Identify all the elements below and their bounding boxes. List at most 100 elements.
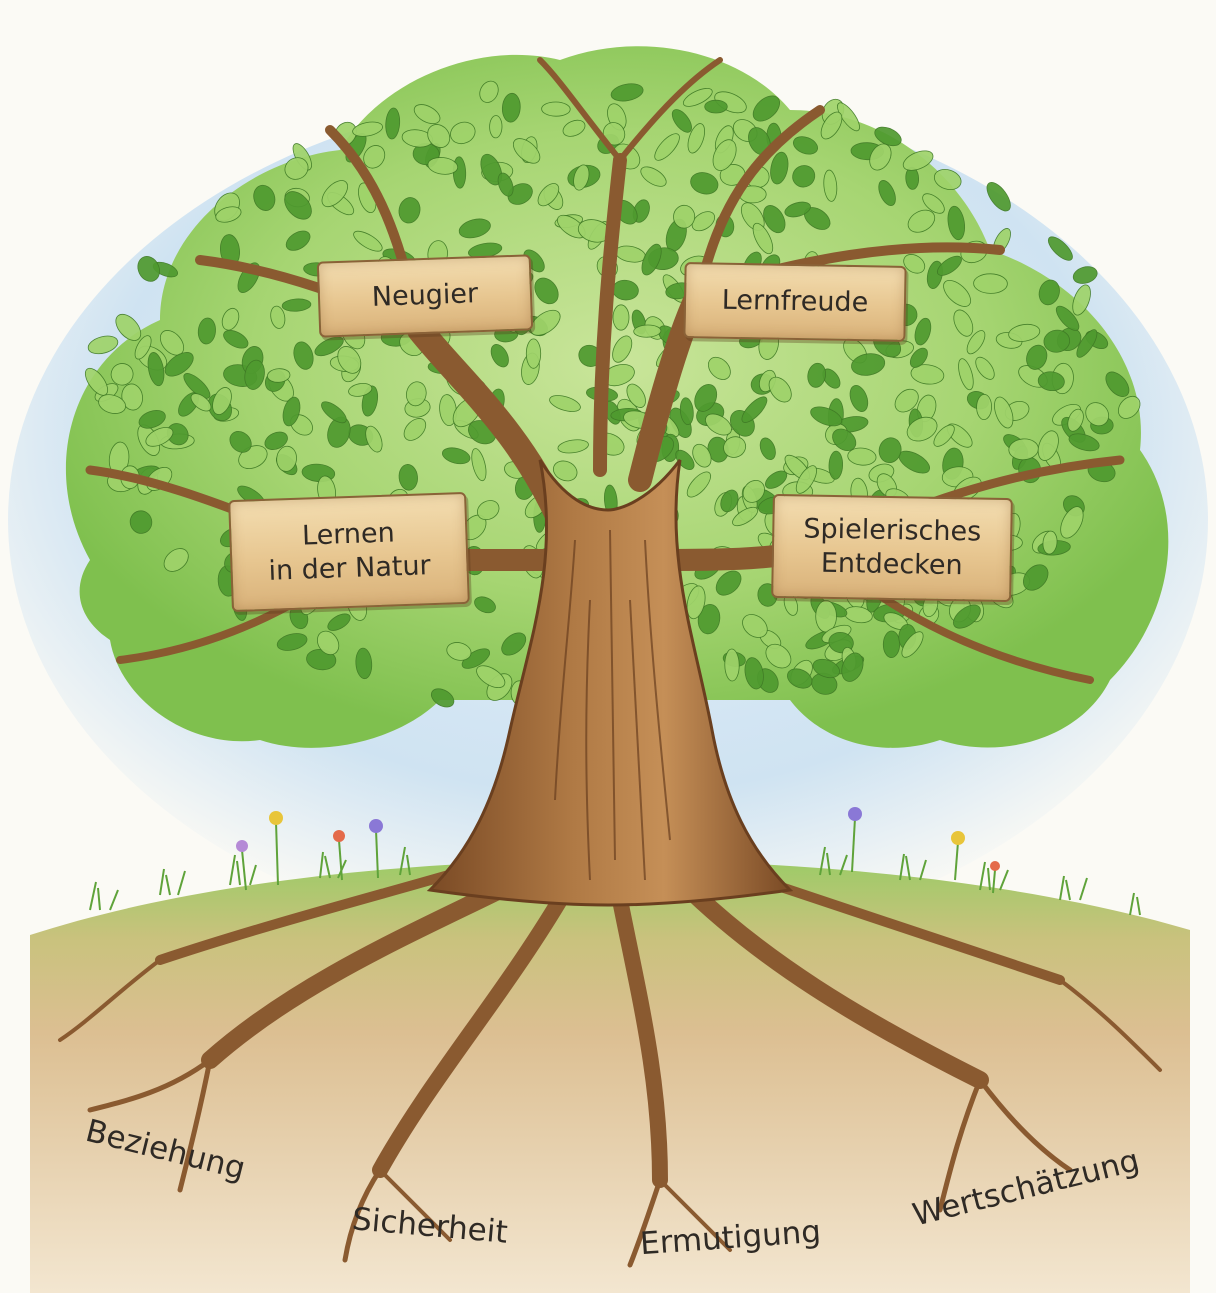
leaf [947, 205, 966, 241]
leaf [471, 448, 487, 482]
leaf [134, 335, 152, 360]
leaf [530, 309, 561, 336]
leaf [654, 133, 680, 161]
leaf [147, 352, 165, 387]
leaf [768, 376, 792, 403]
leaf [901, 631, 924, 658]
leaf [398, 464, 418, 491]
leaf [507, 183, 533, 205]
leaf [348, 383, 373, 397]
grass-tufts [89, 846, 1141, 916]
leaf [480, 153, 503, 186]
leaf [878, 437, 902, 463]
leaf [720, 489, 739, 513]
leaf [1008, 323, 1041, 342]
leaf [820, 111, 843, 140]
leaf [958, 358, 974, 391]
leaf [810, 406, 843, 427]
leaf [723, 436, 747, 458]
leaf [759, 437, 776, 461]
leaf [975, 356, 995, 380]
sign-spielerisches-entdecken: Spielerisches Entdecken [771, 493, 1013, 603]
leaf [405, 381, 427, 407]
leaf [501, 632, 527, 656]
sign-spielerisch-line2: Entdecken [820, 547, 963, 582]
leaf [276, 445, 297, 472]
leaf [679, 397, 694, 426]
leaf [910, 364, 945, 385]
leaf [190, 393, 212, 412]
leaf [1076, 329, 1098, 358]
leaf [715, 570, 742, 596]
leaf [705, 413, 732, 436]
leaf [314, 336, 344, 357]
sign-lernfreude: Lernfreude [683, 262, 907, 342]
leaf [253, 184, 276, 211]
leaf [293, 341, 314, 370]
leaf [317, 630, 340, 656]
leaf [385, 107, 401, 140]
leaf [882, 630, 901, 658]
leaf [1022, 564, 1049, 591]
leaf [973, 273, 1008, 294]
leaf [450, 121, 476, 145]
leaf [138, 409, 166, 429]
leaf [446, 642, 472, 661]
leaf [398, 197, 421, 224]
leaf [792, 165, 816, 188]
leaf [267, 368, 291, 383]
leaf [690, 172, 719, 195]
leaf [229, 431, 252, 453]
leaf [541, 101, 571, 117]
leaf [849, 385, 869, 412]
leaf [183, 373, 211, 399]
leaf [903, 254, 926, 274]
leaf [1068, 433, 1100, 452]
leaf [476, 665, 506, 689]
leaf [137, 256, 160, 282]
bark-texture [554, 529, 671, 881]
leaf [534, 277, 559, 305]
leaf [610, 83, 644, 102]
leaf [512, 138, 541, 164]
leaf [936, 255, 962, 276]
leaf [110, 363, 134, 386]
leaf [1038, 279, 1060, 306]
leaf [1042, 530, 1058, 555]
leaf [276, 633, 308, 651]
leaf [823, 169, 838, 202]
leaf [1105, 371, 1130, 398]
leaf [687, 123, 706, 154]
leaf [166, 423, 189, 446]
leaf [337, 346, 362, 374]
sign-lernen-line1: Lernen [301, 517, 396, 552]
leaf [795, 465, 817, 494]
leaf [742, 480, 765, 503]
leaf [851, 353, 886, 376]
leaf [430, 688, 455, 708]
leaf [907, 209, 936, 233]
leaf [691, 211, 716, 232]
leaf [914, 317, 932, 346]
leaf [763, 205, 786, 234]
leaf [712, 139, 737, 171]
leaf [724, 648, 740, 682]
leaf [264, 431, 288, 450]
leaf [164, 352, 194, 377]
leaf [933, 169, 962, 190]
leaf [1055, 305, 1080, 331]
leaf [87, 335, 119, 355]
leaf [1047, 236, 1073, 261]
leaf [321, 180, 348, 208]
leaf [1117, 395, 1141, 419]
leaf [458, 218, 491, 239]
leaf [807, 362, 827, 388]
leaf [557, 439, 589, 454]
leaf [489, 115, 503, 139]
leaf [847, 447, 877, 466]
leaf [671, 109, 692, 133]
leaf [902, 150, 934, 171]
leaf [355, 647, 373, 680]
leaf [878, 180, 896, 206]
leaf [442, 447, 471, 465]
